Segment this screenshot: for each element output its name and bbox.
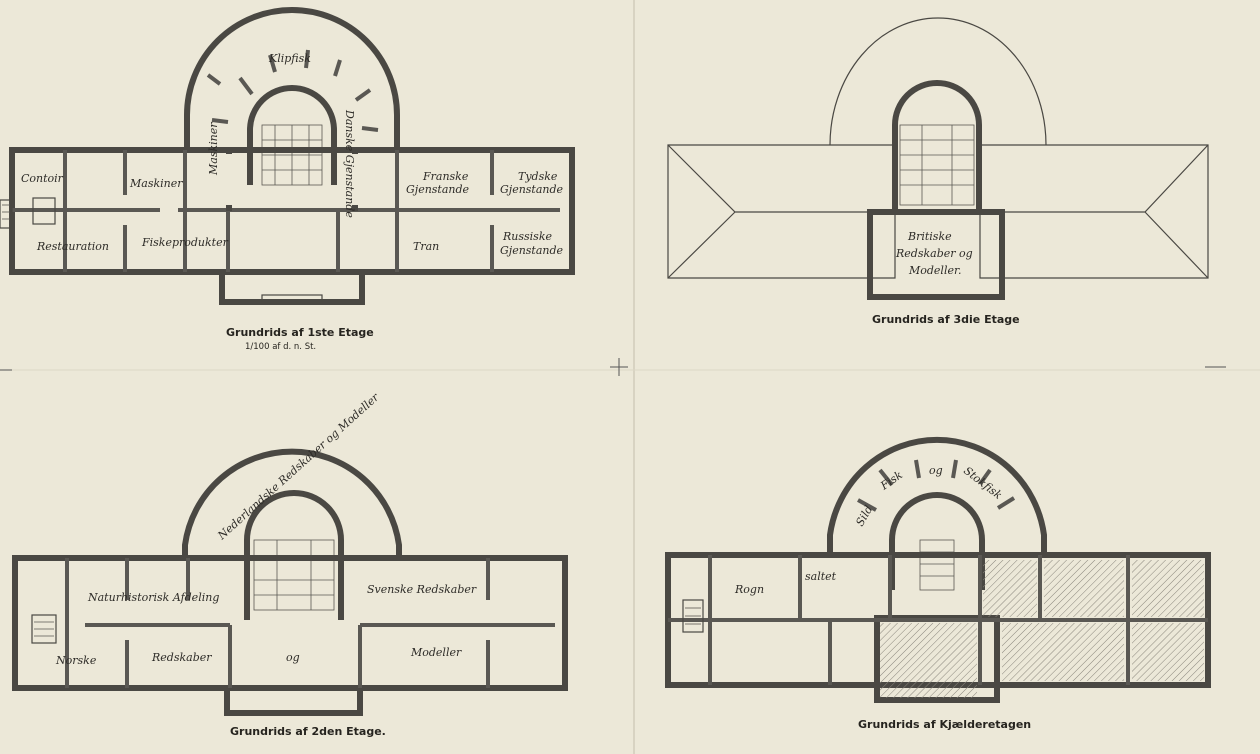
room-restauration: Restauration — [36, 240, 109, 253]
room-franske-2: Gjenstande — [406, 183, 470, 196]
room-russiske-2: Gjenstande — [500, 244, 564, 257]
room-tran: Tran — [413, 240, 439, 253]
caption-second-floor: Grundrids af 2den Etage. — [230, 725, 386, 738]
caption-first-floor: Grundrids af 1ste Etage — [226, 326, 374, 339]
room-og: og — [286, 651, 300, 664]
room-russiske: Russiske — [502, 230, 552, 243]
room-norske: Norske — [55, 654, 97, 667]
room-rogn: Rogn — [734, 583, 764, 596]
room-stokfisk: Stokfisk — [961, 464, 1005, 502]
room-fiskeprodukter: Fiskeprodukter — [141, 236, 229, 249]
floor-plan-basement: Sild Fisk og Stokfisk Rogn saltet Grundr… — [665, 437, 1211, 731]
room-modeller: Modeller. — [908, 264, 962, 277]
room-saltet: saltet — [805, 570, 837, 583]
registration-mark — [610, 358, 628, 376]
floor-plan-second: Nederlandske Redskaber og Modeller Natur… — [12, 390, 568, 738]
caption-third-floor: Grundrids af 3die Etage — [872, 313, 1020, 326]
caption-basement: Grundrids af Kjælderetagen — [858, 718, 1031, 731]
room-modeller-2: Modeller — [410, 646, 462, 659]
floor-plan-first: Klipfisk Maskiner Danske Gjenstande Cont… — [0, 7, 575, 352]
room-franske: Franske — [422, 170, 469, 183]
room-maskiner-apse: Maskiner — [207, 122, 220, 176]
room-svenske: Svenske Redskaber — [367, 583, 477, 596]
room-redskaber: Redskaber — [151, 651, 212, 664]
room-og-basement: og — [929, 464, 943, 477]
floor-plan-third: Britiske Redskaber og Modeller. Grundrid… — [667, 17, 1209, 326]
room-redskaber-og: Redskaber og — [895, 247, 973, 260]
room-tydske-2: Gjenstande — [500, 183, 564, 196]
room-britiske: Britiske — [907, 230, 952, 243]
room-danske: Danske Gjenstande — [343, 109, 356, 218]
room-tydske: Tydske — [518, 170, 558, 183]
scale-note: 1/100 af d. n. St. — [245, 342, 316, 352]
room-naturhistorisk: Naturhistorisk Afdeling — [87, 591, 219, 604]
room-maskiner: Maskiner — [129, 177, 183, 190]
room-contoir: Contoir — [21, 172, 64, 185]
room-klipfisk: Klipfisk — [268, 52, 311, 65]
